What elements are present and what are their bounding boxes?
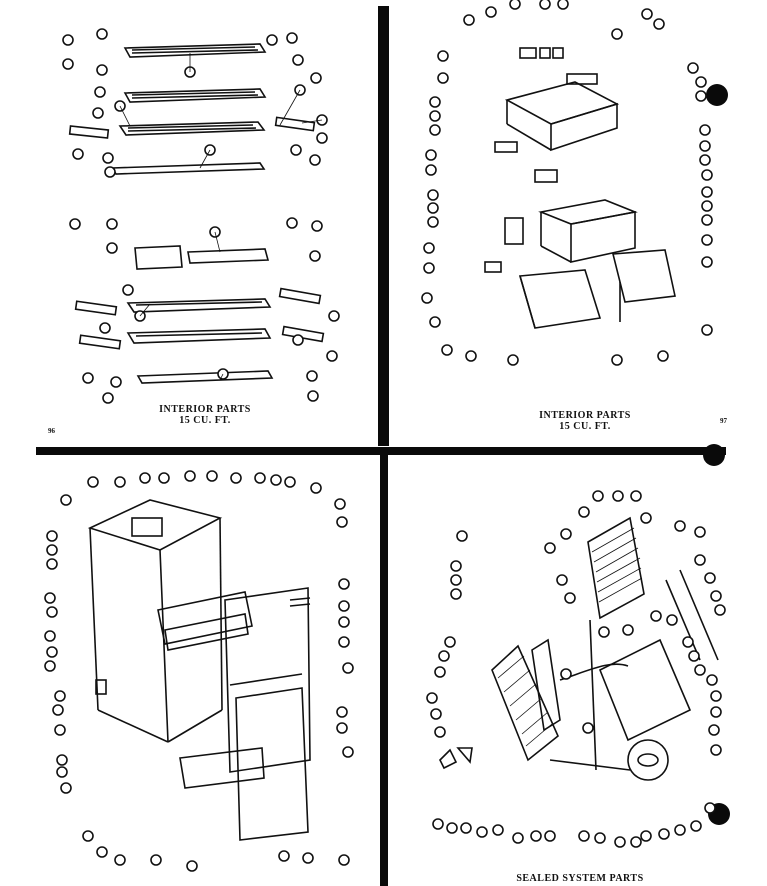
caption-top-left: INTERIOR PARTS 15 CU. FT. (150, 404, 260, 426)
quadrant-bottom-left (40, 460, 375, 880)
page-number-right: 97 (720, 417, 727, 425)
caption-line-1: INTERIOR PARTS (159, 404, 251, 415)
wire-shelf (123, 43, 267, 58)
registration-dot (706, 84, 728, 106)
caption-line-2: 15 CU. FT. (559, 421, 611, 432)
wire-shelf (118, 121, 266, 136)
sealed-system-parts-diagram (426, 490, 726, 848)
interior-parts-diagram-pans (421, 0, 713, 366)
vertical-divider-bottom (380, 452, 388, 886)
caption-bottom-right: SEALED SYSTEM PARTS (515, 873, 645, 884)
caption-line-2: 15 CU. FT. (179, 415, 231, 426)
quadrant-bottom-right (400, 470, 735, 870)
caption-top-right: INTERIOR PARTS 15 CU. FT. (530, 410, 640, 432)
caption-line-1: SEALED SYSTEM PARTS (516, 873, 644, 884)
interior-parts-diagram-shelves (62, 28, 340, 404)
quadrant-top-right (395, 0, 735, 440)
registration-dot (703, 444, 725, 466)
quadrant-top-left (40, 20, 375, 440)
caption-line-1: INTERIOR PARTS (539, 410, 631, 421)
horizontal-divider (36, 447, 726, 455)
wire-shelf (123, 88, 267, 103)
cabinet-and-door-parts-diagram (44, 470, 354, 872)
vertical-divider-top (378, 6, 389, 446)
page-number-left: 96 (48, 427, 55, 435)
